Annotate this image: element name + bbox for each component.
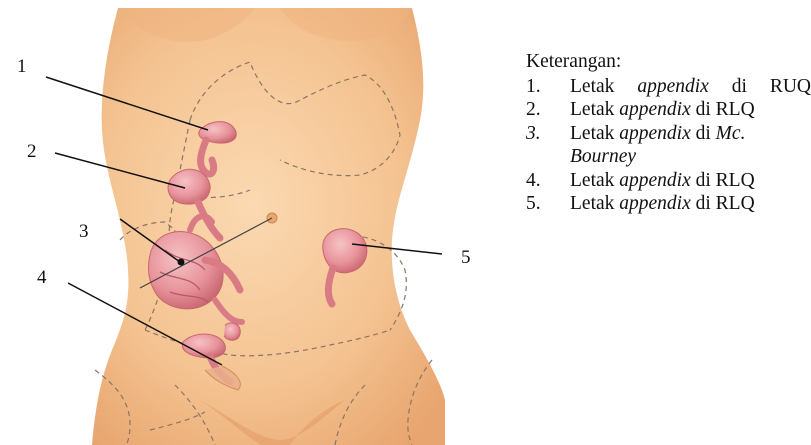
label-2: 2 bbox=[27, 141, 37, 162]
legend-item-text: Letak appendix di RLQ bbox=[570, 169, 811, 193]
legend-item: 5. Letak appendix di RLQ bbox=[526, 192, 811, 216]
legend-item-number: 5. bbox=[526, 192, 570, 216]
label-4: 4 bbox=[37, 267, 47, 288]
legend-item-text: Letak appendix di RUQ bbox=[570, 75, 811, 99]
label-3: 3 bbox=[79, 221, 89, 242]
legend-item-number: 2. bbox=[526, 98, 570, 122]
legend-item-number: 4. bbox=[526, 169, 570, 193]
legend-item: 3. Letak appendix di Mc. Bourney bbox=[526, 122, 811, 169]
torso-body bbox=[92, 8, 445, 445]
legend-item: 1. Letak appendix di RUQ bbox=[526, 75, 811, 99]
legend-item-text: Letak appendix di RLQ bbox=[570, 192, 811, 216]
legend-list: 1. Letak appendix di RUQ 2. Letak append… bbox=[526, 75, 811, 216]
legend-item-number: 3. bbox=[526, 122, 570, 146]
legend-item: 4. Letak appendix di RLQ bbox=[526, 169, 811, 193]
legend-item-number: 1. bbox=[526, 75, 570, 99]
label-5: 5 bbox=[461, 247, 471, 268]
legend-title: Keterangan: bbox=[526, 50, 811, 74]
legend-item-text: Letak appendix di Mc. Bourney bbox=[570, 122, 811, 169]
legend-item: 2. Letak appendix di RLQ bbox=[526, 98, 811, 122]
legend: Keterangan: 1. Letak appendix di RUQ 2. … bbox=[526, 50, 811, 216]
mcburney-point bbox=[178, 259, 185, 266]
label-1: 1 bbox=[17, 56, 27, 77]
legend-item-text: Letak appendix di RLQ bbox=[570, 98, 811, 122]
